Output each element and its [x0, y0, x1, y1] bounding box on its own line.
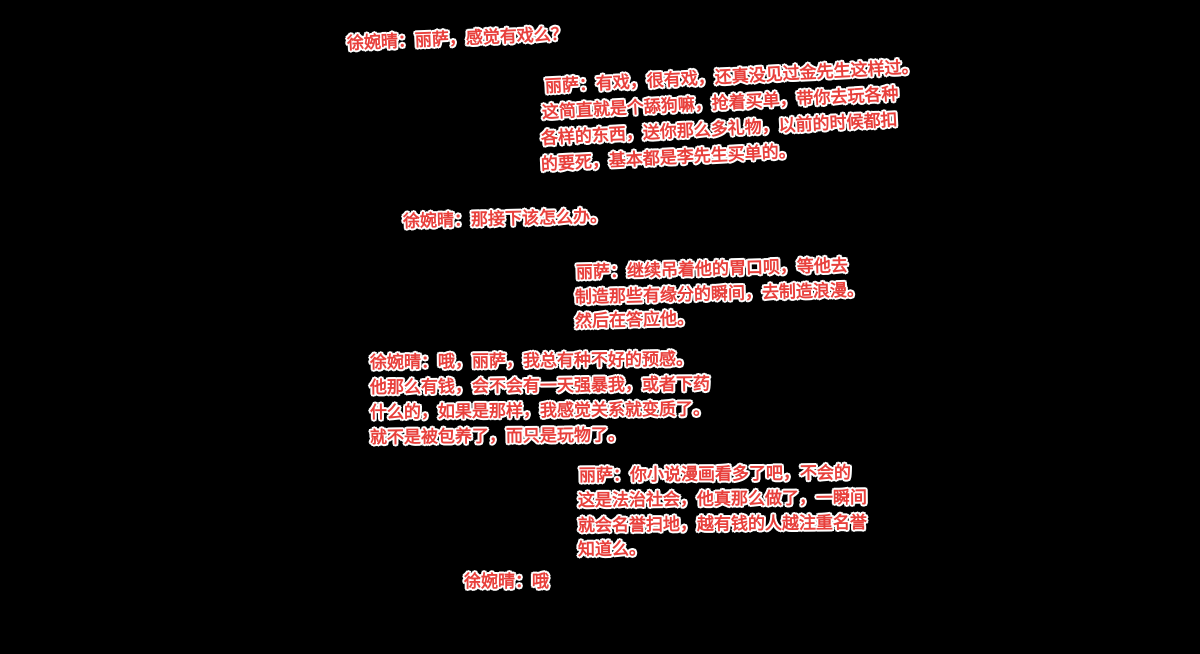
dialogue-line-lisa-7: 然后在答应他。 — [574, 308, 695, 332]
dialogue-line-lisa-6: 制造那些有缘分的瞬间，去制造浪漫。 — [574, 280, 865, 308]
dialogue-line-xu-5: 什么的，如果是那样，我感觉关系就变质了。 — [369, 399, 711, 423]
dialogue-line-lisa-5: 丽萨：继续吊着他的胃口呗，等他去 — [575, 255, 849, 283]
dialogue-line-xu-7: 徐婉晴：哦 — [464, 572, 549, 592]
dialogue-line-lisa-9: 这是法治社会，他真那么做了，一瞬间 — [577, 487, 868, 511]
dialogue-line-xu-6: 就不是被包养了，而只是玩物了。 — [369, 425, 626, 448]
dialogue-line-lisa-10: 就会名誉扫地，越有钱的人越注重名誉 — [577, 512, 868, 536]
dialogue-line-xu-1: 徐婉晴：丽萨，感觉有戏么？ — [346, 24, 569, 54]
dialogue-line-xu-4: 他那么有钱，会不会有一天强暴我，或者下药 — [369, 374, 711, 398]
dialogue-line-lisa-11: 知道么。 — [577, 539, 647, 560]
dialogue-line-xu-2: 徐婉晴：那接下该怎么办。 — [402, 206, 608, 232]
dialogue-line-lisa-8: 丽萨：你小说漫画看多了吧，不会的 — [578, 463, 852, 486]
dialogue-line-xu-3: 徐婉晴：哦，丽萨，我总有种不好的预感。 — [369, 349, 694, 373]
